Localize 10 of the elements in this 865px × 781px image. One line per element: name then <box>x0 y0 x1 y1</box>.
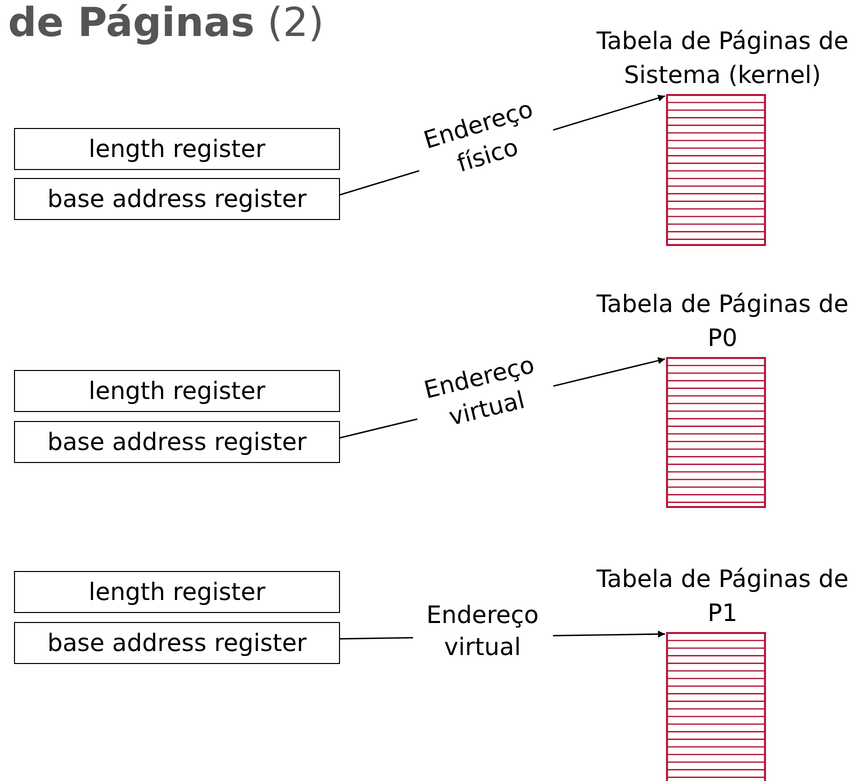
table-heading: Tabela de Páginas de P0 <box>595 289 850 354</box>
register-box: base address register <box>14 421 340 463</box>
table-heading: Tabela de Páginas de P1 <box>595 564 850 629</box>
register-box: length register <box>14 370 340 412</box>
register-box: length register <box>14 128 340 170</box>
register-box: base address register <box>14 622 340 664</box>
register-box: length register <box>14 571 340 613</box>
slide-title: de Páginas (2) <box>8 0 324 46</box>
register-box: base address register <box>14 178 340 220</box>
table-heading: Tabela de Páginas de Sistema (kernel) <box>595 26 850 91</box>
